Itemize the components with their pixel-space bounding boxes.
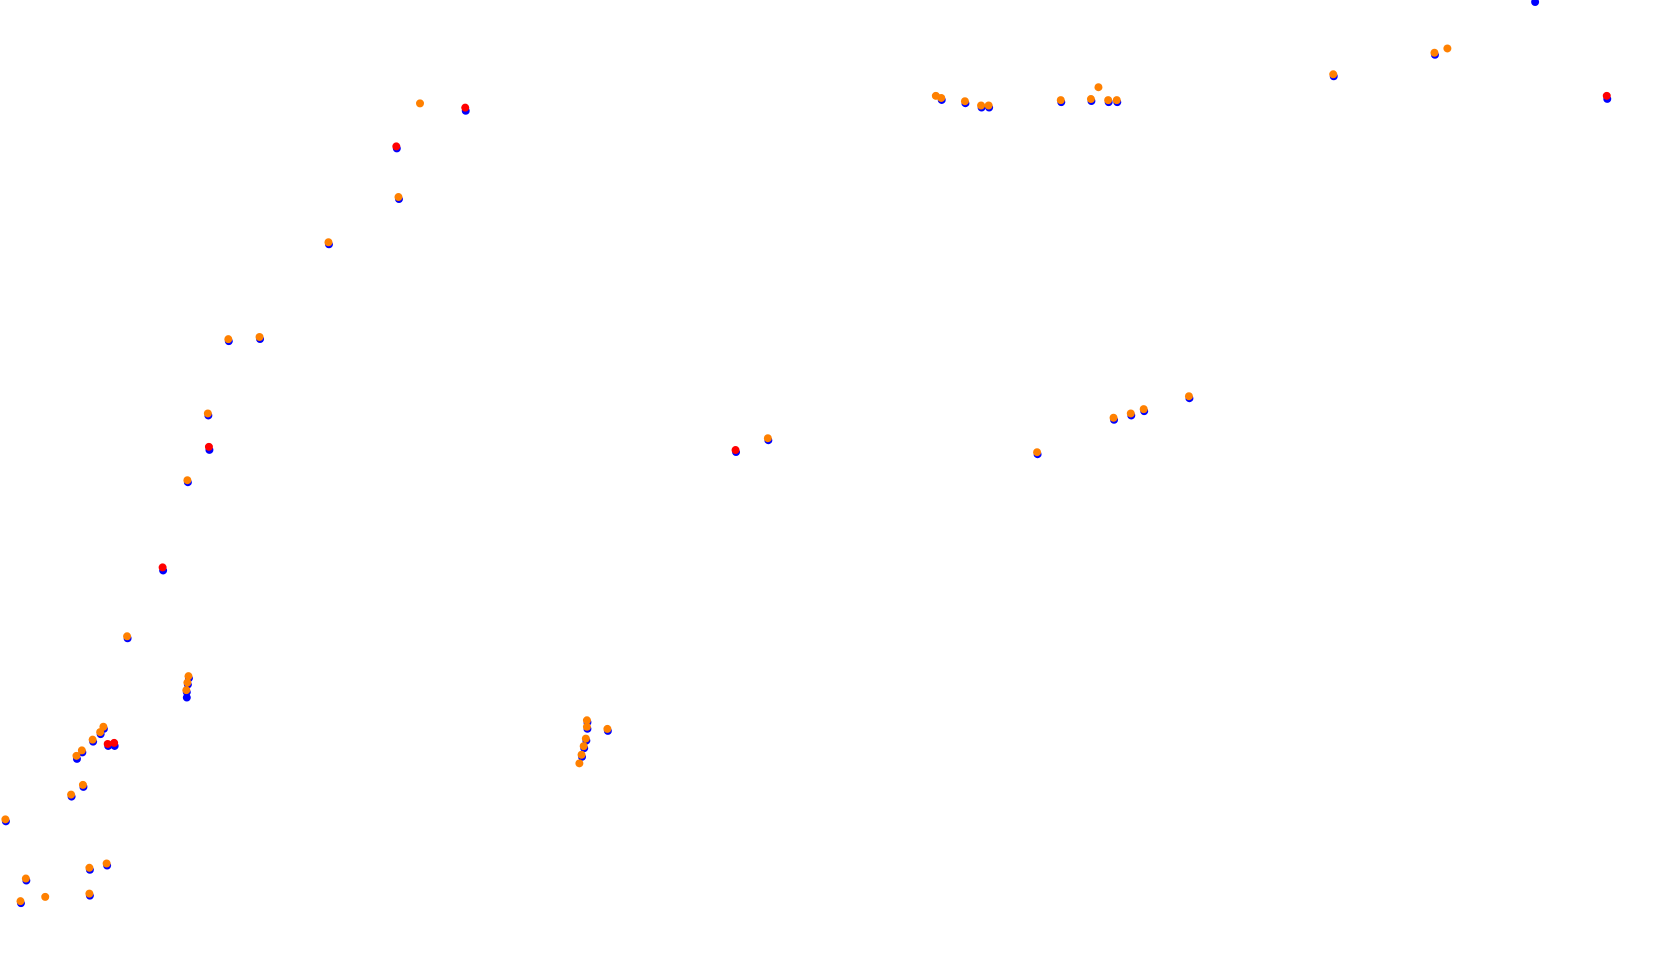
data-point <box>110 738 119 747</box>
data-point <box>183 476 192 485</box>
data-point <box>123 632 132 641</box>
data-point <box>392 142 401 151</box>
data-point <box>461 103 470 112</box>
data-point <box>324 238 333 247</box>
data-point <box>579 742 588 751</box>
data-point <box>182 686 191 695</box>
data-point <box>1094 83 1103 92</box>
data-point <box>1139 405 1148 414</box>
data-point <box>204 442 213 451</box>
data-point <box>72 751 81 760</box>
data-point <box>1430 48 1439 57</box>
data-point <box>78 780 87 789</box>
data-point <box>1056 96 1065 105</box>
data-point <box>984 101 993 110</box>
data-point <box>577 750 586 759</box>
data-point <box>1602 91 1611 100</box>
data-point <box>67 790 76 799</box>
data-point <box>763 434 772 443</box>
data-point <box>184 672 193 681</box>
data-point <box>16 897 25 906</box>
point-layer <box>1 0 1612 908</box>
data-point <box>1086 95 1095 104</box>
data-point <box>255 332 264 341</box>
data-point <box>158 563 167 572</box>
data-point <box>1184 392 1193 401</box>
data-point <box>1033 448 1042 457</box>
data-point <box>1104 96 1113 105</box>
data-point <box>1531 0 1540 6</box>
data-point <box>1126 409 1135 418</box>
data-point <box>41 892 50 901</box>
data-point <box>85 889 94 898</box>
data-point <box>102 859 111 868</box>
data-point <box>1329 70 1338 79</box>
data-point <box>731 446 740 455</box>
data-point <box>582 722 591 731</box>
data-point <box>1 815 10 824</box>
data-point <box>977 101 986 110</box>
data-point <box>203 409 212 418</box>
data-point <box>182 693 191 702</box>
data-point <box>575 759 584 768</box>
data-point <box>603 724 612 733</box>
data-point <box>1443 44 1452 53</box>
data-point <box>581 734 590 743</box>
data-point <box>77 746 86 755</box>
data-point <box>96 728 105 737</box>
data-point <box>224 335 233 344</box>
data-point <box>1112 96 1121 105</box>
data-point <box>394 193 403 202</box>
data-point <box>582 716 591 725</box>
data-point <box>183 678 192 687</box>
data-point <box>88 735 97 744</box>
data-point <box>960 97 969 106</box>
data-point <box>103 739 112 748</box>
data-point <box>416 99 424 108</box>
data-point <box>85 863 94 872</box>
data-point <box>1109 413 1118 422</box>
data-point <box>937 93 946 102</box>
data-point <box>21 874 30 883</box>
